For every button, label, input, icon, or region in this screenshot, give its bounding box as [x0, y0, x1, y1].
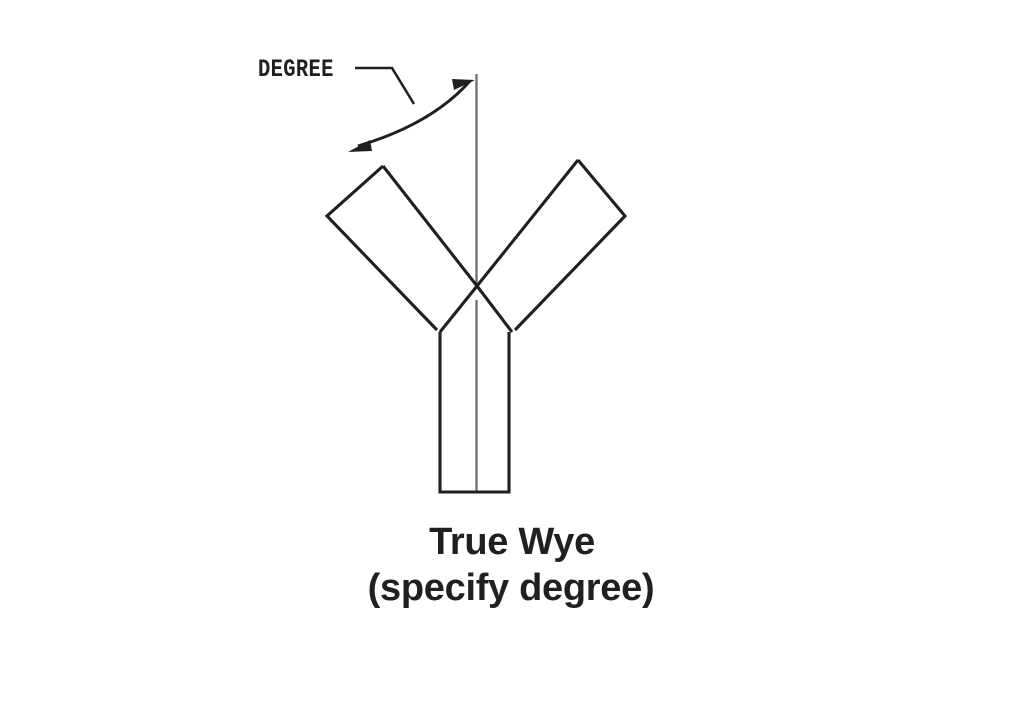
figure-caption: True Wye (specify degree): [0, 520, 1024, 609]
dimension-arrowhead-upper: [452, 79, 475, 90]
degree-dimension-arc: [357, 80, 472, 148]
right-crotch-shoulder: [475, 285, 514, 333]
degree-dimension-label: DEGREE: [258, 55, 334, 83]
right-branch-inner-edge: [475, 159, 580, 287]
caption-title: True Wye: [429, 521, 595, 563]
dimension-arrowhead-lower: [348, 140, 372, 152]
left-branch-inner-edge: [381, 165, 479, 287]
right-branch-outline: [513, 159, 628, 332]
stem-outline: [438, 332, 511, 494]
left-crotch-shoulder: [438, 285, 479, 333]
degree-leader-line: [355, 66, 416, 105]
left-branch-outline: [324, 164, 439, 332]
caption-subtitle: (specify degree): [367, 567, 655, 610]
